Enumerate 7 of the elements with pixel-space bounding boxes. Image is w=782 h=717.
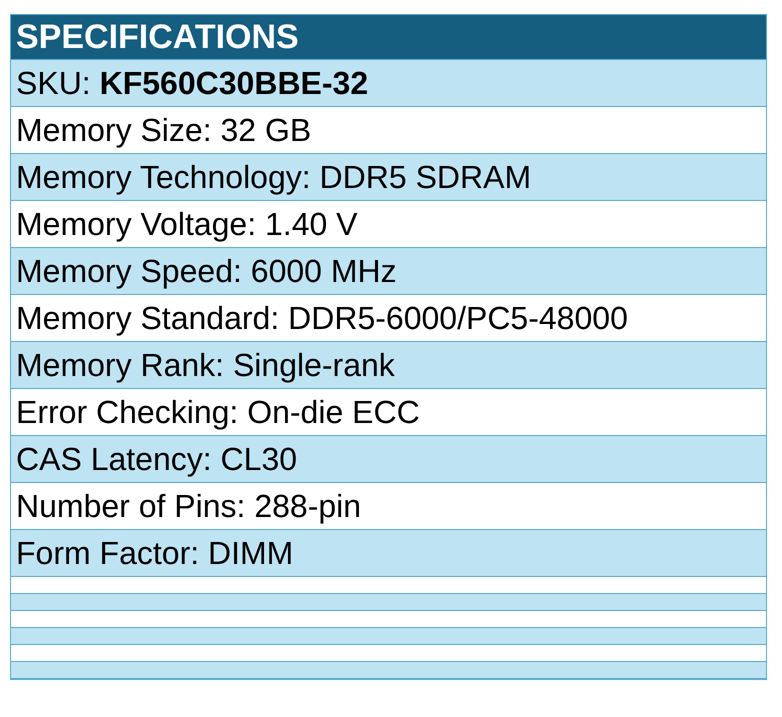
spec-row: Memory Speed: 6000 MHz bbox=[11, 248, 766, 295]
spec-row: CAS Latency: CL30 bbox=[11, 436, 766, 483]
spec-row: Memory Rank: Single-rank bbox=[11, 342, 766, 389]
spec-row: SKU: KF560C30BBE-32 bbox=[11, 60, 766, 107]
spec-row: Form Factor: DIMM bbox=[11, 530, 766, 577]
spec-row: Memory Technology: DDR5 SDRAM bbox=[11, 154, 766, 201]
table-heading: SPECIFICATIONS bbox=[11, 15, 766, 60]
